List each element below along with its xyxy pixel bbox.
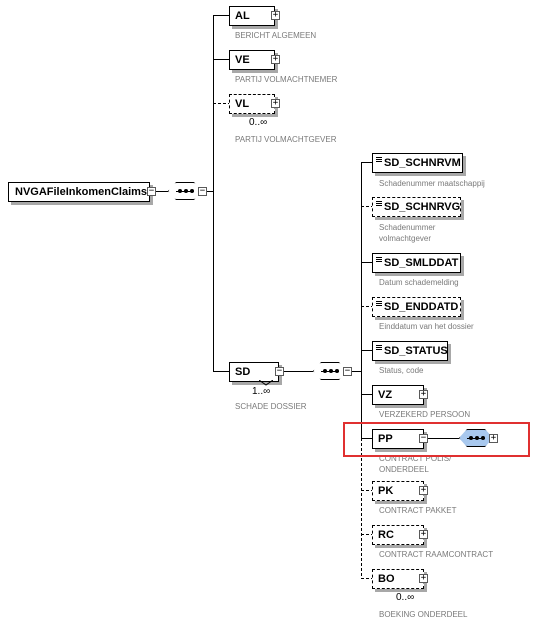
element-pp-collapse-icon[interactable]: − <box>419 433 428 443</box>
element-pk-box[interactable]: PK <box>372 481 424 501</box>
element-bo-expand-icon[interactable]: + <box>419 573 428 583</box>
root-collapse-icon[interactable]: − <box>147 186 156 196</box>
element-sd-schnrvg-description-line2: volmachtgever <box>379 234 432 243</box>
element-rc-description: CONTRACT RAAMCONTRACT <box>379 550 494 559</box>
element-sd-schnrvm-label: SD_SCHNRVM <box>384 157 461 169</box>
element-sd-smlddat-box[interactable]: SD_SMLDDAT <box>372 253 461 273</box>
element-pp-label: PP <box>378 433 393 445</box>
root-element-box[interactable]: NVGAFileInkomenClaims <box>8 182 150 202</box>
element-sd-schnrvg-box[interactable]: SD_SCHNRVG <box>372 197 461 217</box>
element-rc-box[interactable]: RC <box>372 525 424 545</box>
simple-type-icon <box>376 257 382 263</box>
element-sd-schnrvg-description-line1: Schadenummer <box>379 223 436 232</box>
element-bo-description: BOEKING ONDERDEEL <box>379 610 468 619</box>
element-ve-box[interactable]: VE <box>229 50 275 70</box>
root-sequence-collapse-icon[interactable]: − <box>198 186 207 196</box>
element-sd-smlddat-description: Datum schademelding <box>379 278 459 287</box>
element-pk-expand-icon[interactable]: + <box>419 485 428 495</box>
simple-type-icon <box>376 301 382 307</box>
element-sd-status-box[interactable]: SD_STATUS <box>372 341 448 361</box>
element-pk-label: PK <box>378 485 394 497</box>
element-al-box[interactable]: AL <box>229 6 275 26</box>
element-sd-box[interactable]: SD <box>229 362 279 382</box>
simple-type-icon <box>376 157 382 163</box>
element-vz-box[interactable]: VZ <box>372 385 424 405</box>
selection-highlight <box>343 422 530 457</box>
element-al-expand-icon[interactable]: + <box>271 10 280 20</box>
element-bo-label: BO <box>378 573 395 585</box>
sd-sequence-icon[interactable] <box>313 362 347 380</box>
element-ve-label: VE <box>235 54 250 66</box>
element-al-label: AL <box>235 10 250 22</box>
element-sd-schnrvm-description: Schadenummer maatschappij <box>379 179 485 188</box>
element-sd-status-label: SD_STATUS <box>384 345 448 357</box>
element-vl-box[interactable]: VL <box>229 94 275 114</box>
element-vl-description: PARTIJ VOLMACHTGEVER <box>235 135 337 144</box>
element-vz-expand-icon[interactable]: + <box>419 389 428 399</box>
element-pk-description: CONTRACT PAKKET <box>379 506 457 515</box>
element-sd-schnrvg-label: SD_SCHNRVG <box>384 201 461 213</box>
element-al-description: BERICHT ALGEMEEN <box>235 31 317 40</box>
element-sd-smlddat-label: SD_SMLDDAT <box>384 257 459 269</box>
element-vl-label: VL <box>235 98 250 110</box>
element-pp-description-line2: ONDERDEEL <box>379 465 429 474</box>
element-sd-enddatd-box[interactable]: SD_ENDDATD <box>372 297 461 317</box>
element-ve-expand-icon[interactable]: + <box>271 54 280 64</box>
element-sd-status-description: Status, code <box>379 366 424 375</box>
element-sd-schnrvm-box[interactable]: SD_SCHNRVM <box>372 153 463 173</box>
root-element-label: NVGAFileInkomenClaims <box>15 186 148 198</box>
element-sd-description: SCHADE DOSSIER <box>235 402 307 411</box>
element-rc-label: RC <box>378 529 394 541</box>
element-ve-description: PARTIJ VOLMACHTNEMER <box>235 75 338 84</box>
root-sequence-icon[interactable] <box>168 182 202 200</box>
pp-sequence-expand-icon[interactable]: + <box>489 433 498 443</box>
element-sd-cardinality: 1..∞ <box>252 386 271 397</box>
element-bo-box[interactable]: BO <box>372 569 424 589</box>
simple-type-icon <box>376 345 382 351</box>
element-vl-expand-icon[interactable]: + <box>271 98 280 108</box>
element-sd-label: SD <box>235 366 251 378</box>
element-sd-enddatd-description: Einddatum van het dossier <box>379 322 474 331</box>
element-sd-enddatd-label: SD_ENDDATD <box>384 301 459 313</box>
element-rc-expand-icon[interactable]: + <box>419 529 428 539</box>
sd-sequence-collapse-icon[interactable]: − <box>343 366 352 376</box>
element-vz-label: VZ <box>378 389 393 401</box>
element-sd-collapse-icon[interactable]: − <box>275 366 284 376</box>
simple-type-icon <box>376 201 382 207</box>
element-pp-description-line1: CONTRACT POLIS/ <box>379 454 452 463</box>
element-bo-cardinality: 0..∞ <box>396 592 415 603</box>
element-vl-cardinality: 0..∞ <box>249 117 268 128</box>
element-vz-description: VERZEKERD PERSOON <box>379 410 471 419</box>
element-sd-repeat-marker <box>259 380 273 386</box>
